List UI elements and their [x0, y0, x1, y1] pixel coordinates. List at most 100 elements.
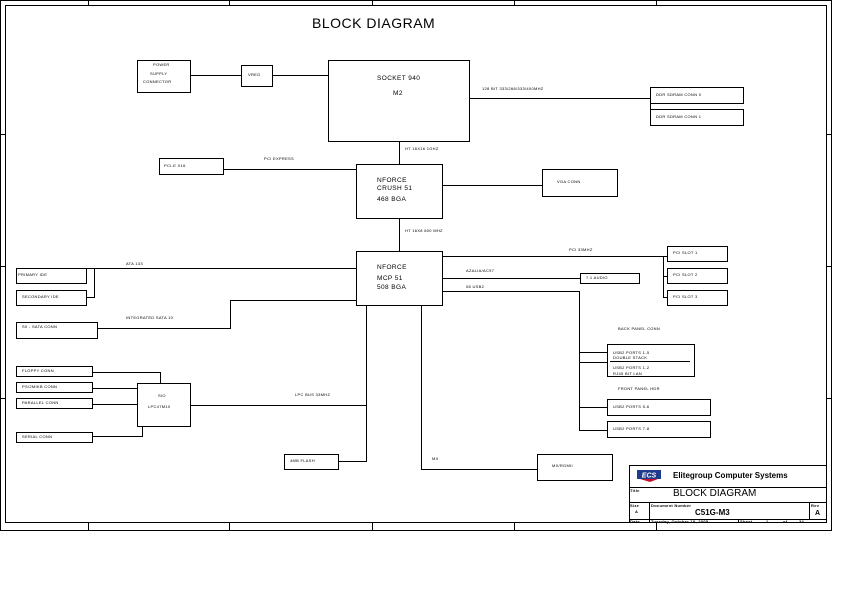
zone-tick — [372, 523, 373, 531]
pci-slot-3-label: PCI SLOT 3 — [673, 294, 698, 299]
ddr-conn-1-label: DDR SDRAM CONN 1 — [656, 114, 702, 119]
zone-tick — [229, 523, 230, 531]
ddr-conn-1 — [650, 109, 744, 126]
title-block-title: BLOCK DIAGRAM — [673, 488, 757, 499]
wire-north-south — [399, 219, 400, 251]
secondary-ide-label: SECONDARY IDE — [22, 294, 59, 299]
title-block — [629, 465, 827, 523]
wire-ps2 — [93, 388, 137, 389]
ddr-conn-0 — [650, 87, 744, 104]
title-block-rule — [738, 519, 739, 523]
power-supply-label: CONNECTOR — [143, 79, 172, 84]
wire-usb-front2 — [579, 430, 607, 431]
usb-front-1-label: USB2 PORTS 5-6 — [613, 404, 650, 409]
date-field-label: Date — [630, 519, 640, 524]
wire-sata-2 — [230, 300, 231, 329]
cpu-label: M2 — [393, 90, 403, 97]
zone-tick — [827, 266, 832, 267]
wire-usb-front1 — [579, 407, 607, 408]
pci-slot-1 — [667, 246, 728, 262]
primary-ide-label: PRIMARY IDE — [18, 272, 48, 277]
title-block-rule — [649, 502, 650, 523]
flash-block — [284, 454, 339, 470]
wire-pci2 — [663, 276, 667, 277]
usb-back-divider — [610, 361, 690, 362]
usb-back-label: USB2 PORTS 1-5 — [613, 350, 650, 355]
wire-serial — [93, 436, 142, 437]
zone-tick — [0, 134, 5, 135]
title-block-rule — [809, 502, 810, 519]
wire-usb-back2 — [579, 362, 607, 363]
zone-tick — [827, 398, 832, 399]
zone-tick — [656, 523, 657, 531]
wire-floppy-v — [160, 372, 161, 384]
northbridge-label: CRUSH 51 — [377, 185, 413, 192]
pci-slot-3 — [667, 290, 728, 306]
zone-tick — [514, 0, 515, 5]
zone-tick — [656, 0, 657, 5]
zone-tick — [88, 0, 89, 5]
usb-back-label: RJ45 BIT LAN — [613, 371, 643, 376]
size-value: A — [635, 509, 639, 514]
sheet-value: 1 — [766, 519, 769, 524]
usb-label: 08 USB2 — [466, 284, 485, 289]
ps2-conn-label: PS/2MIKB CONN — [22, 384, 58, 389]
wire-psu-vreg — [191, 75, 241, 76]
company-name: Elitegroup Computer Systems — [673, 471, 788, 480]
ecs-logo-text: ECS — [642, 473, 657, 480]
size-field-label: Size — [630, 503, 640, 508]
wire-audio — [443, 278, 580, 279]
wire-pcie-north — [224, 169, 356, 170]
title-block-rule — [629, 502, 827, 503]
usb-back-label: USB2 PORTS 1-2 — [613, 365, 650, 370]
parallel-conn-label: PARALLEL CONN — [22, 400, 59, 405]
southbridge-label: NFORCE — [377, 264, 407, 271]
flash-label: 4MB FLASH — [290, 458, 315, 463]
title-block-rule — [629, 487, 827, 488]
cpu-socket-block — [328, 60, 470, 142]
audio-block — [580, 273, 640, 284]
wire-serial-v — [142, 427, 143, 437]
zone-tick — [229, 0, 230, 5]
audio-label: 7.1 AUDIO — [586, 275, 608, 280]
ata-label: ATA 133 — [126, 261, 143, 266]
rev-value: A — [815, 510, 821, 517]
ecs-logo: ECS — [636, 469, 664, 483]
power-supply-block — [137, 60, 191, 93]
wire-ddr-split — [650, 96, 651, 118]
wire-sata-3 — [230, 300, 356, 301]
pci-slot-2 — [667, 268, 728, 284]
primary-ide-block — [16, 268, 87, 284]
of-label: of — [783, 519, 788, 524]
ddr-bus-label: 128 BIT 333/266/333/400MHZ — [482, 86, 544, 91]
wire-usb — [443, 291, 579, 292]
pci-slot-1-label: PCI SLOT 1 — [673, 250, 698, 255]
usb-front-2-label: USB2 PORTS 7-8 — [613, 426, 650, 431]
pcie-x16-block — [159, 158, 224, 175]
serial-conn-block — [16, 432, 93, 443]
wire-north-vga — [443, 185, 542, 186]
ht2-label: HT 16X8 800 MHZ — [405, 228, 443, 233]
vreg-block — [241, 65, 273, 87]
sheet-field-label: Sheet — [740, 519, 753, 524]
azalia-label: AZALIA/AC97 — [466, 268, 495, 273]
secondary-ide-block — [16, 290, 87, 306]
southbridge-label: 508 BGA — [377, 284, 407, 291]
diagram-title: BLOCK DIAGRAM — [312, 15, 436, 31]
ecs-logo-icon: ECS — [637, 470, 661, 482]
zone-tick — [88, 523, 89, 531]
vga-conn-block — [542, 169, 618, 197]
usb-back-block — [607, 344, 695, 377]
wire-usb-trunk — [579, 291, 580, 431]
pci-33-label: PCI 33MHZ — [569, 247, 593, 252]
vga-conn-label: VGA CONN — [557, 179, 581, 184]
sio-label: LPC47M10 — [148, 404, 171, 409]
sata-conn-block — [16, 322, 98, 339]
zone-tick — [0, 398, 5, 399]
wire-lpc-sio — [191, 405, 366, 406]
wire-pci3 — [663, 297, 667, 298]
ps2-conn-block — [16, 382, 93, 393]
power-supply-label: POWER — [153, 62, 170, 67]
parallel-conn-block — [16, 398, 93, 409]
